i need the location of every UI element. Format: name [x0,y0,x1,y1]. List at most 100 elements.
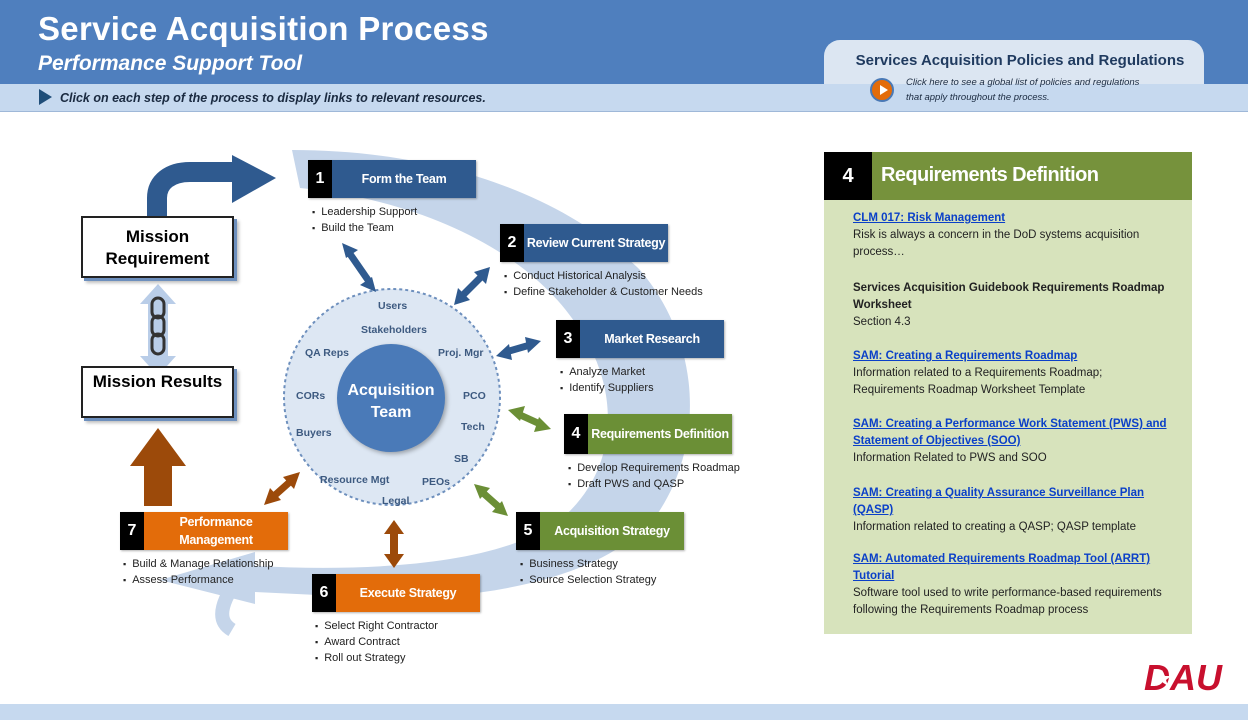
instruction-text: Click on each step of the process to dis… [60,91,486,105]
chain-link-icon [150,296,166,320]
chain-link-icon [150,314,166,338]
step-7-bullets: Build & Manage Relationship Assess Perfo… [123,556,273,588]
step-3-market-research[interactable]: 3 Market Research [556,320,724,358]
team-member-label: PEOs [422,476,451,488]
bullet-item: Draft PWS and QASP [568,476,740,492]
step-number: 3 [556,320,580,358]
step-label: Execute Strategy [336,574,480,612]
step-label: Performance Management [144,512,288,550]
step-6-bullets: Select Right Contractor Award Contract R… [315,618,438,666]
resource-description: Section 4.3 [853,316,911,328]
footer-bar [0,704,1248,720]
bullet-item: Develop Requirements Roadmap [568,460,740,476]
resource-description: Information related to creating a QASP; … [853,521,1136,533]
team-member-label: SB [454,453,469,465]
bullet-item: Build the Team [312,220,417,236]
team-member-label: QA Reps [305,347,349,359]
team-member-label: Users [378,300,408,312]
step-label: Acquisition Strategy [540,512,684,550]
results-arrow [130,428,186,506]
step-3-bullets: Analyze Market Identify Suppliers [560,364,654,396]
cycle-arrow-shape [160,150,690,604]
step-label: Form the Team [332,160,476,198]
resource-link[interactable]: SAM: Creating a Quality Assurance Survei… [853,487,1145,516]
step-label: Requirements Definition [588,414,732,454]
resource-item: SAM: Automated Requirements Roadmap Tool… [853,551,1173,619]
bullet-item: Roll out Strategy [315,650,438,666]
process-cycle-graphic [130,150,690,637]
team-member-label: CORs [296,390,326,402]
team-member-label: Resource Mgt [320,474,390,486]
step1-connector [342,243,376,292]
step-5-acquisition-strategy[interactable]: 5 Acquisition Strategy [516,512,684,550]
resources-panel [824,200,1192,634]
step2-connector [454,267,490,305]
resource-item: SAM: Creating a Performance Work Stateme… [853,416,1173,467]
resource-item: CLM 017: Risk Management Risk is always … [853,210,1173,261]
policies-note: Click here to see a global list of polic… [906,77,1140,103]
step4-connector [508,406,551,432]
mission-results-box[interactable]: Mission Results [81,366,234,418]
mission-requirement-label: Mission Requirement [105,227,210,268]
resource-link[interactable]: SAM: Creating a Requirements Roadmap [853,350,1078,362]
step-1-form-the-team[interactable]: 1 Form the Team [308,160,476,198]
step-4-requirements-definition[interactable]: 4 Requirements Definition [564,414,732,454]
resource-item: Services Acquisition Guidebook Requireme… [853,280,1173,331]
panel-step-number: 4 [824,152,872,200]
step-4-bullets: Develop Requirements Roadmap Draft PWS a… [568,460,740,492]
star-icon [1153,670,1171,686]
acquisition-team-label: Acquisition Team [347,382,435,421]
bullet-item: Source Selection Strategy [520,572,656,588]
link-arrow [140,284,176,376]
bullet-item: Select Right Contractor [315,618,438,634]
step-number: 7 [120,512,144,550]
bullet-item: Build & Manage Relationship [123,556,273,572]
step5-connector [474,484,508,516]
dau-logo: DAU [1144,657,1223,696]
step-number: 4 [564,414,588,454]
chain-link-icon [150,332,166,356]
step-label: Review Current Strategy [524,224,668,262]
team-member-label: PCO [463,390,486,402]
bullet-item: Assess Performance [123,572,273,588]
resource-link[interactable]: SAM: Creating a Performance Work Stateme… [853,418,1167,447]
step3-connector [496,337,541,360]
resource-link[interactable]: CLM 017: Risk Management [853,212,1006,224]
policies-play-button[interactable] [870,78,894,102]
resource-item: SAM: Creating a Requirements Roadmap Inf… [853,348,1173,399]
bullet-item: Business Strategy [520,556,656,572]
resource-link[interactable]: SAM: Automated Requirements Roadmap Tool… [853,553,1151,582]
step6-connector [384,520,404,568]
mission-to-team-arrowhead [232,155,276,203]
step-5-bullets: Business Strategy Source Selection Strat… [520,556,656,588]
step-7-performance-management[interactable]: 7 Performance Management [120,512,288,550]
bullet-item: Leadership Support [312,204,417,220]
bullet-item: Award Contract [315,634,438,650]
team-member-label: Stakeholders [361,324,427,336]
step-2-bullets: Conduct Historical Analysis Define Stake… [504,268,703,300]
team-member-label: Buyers [296,427,332,439]
resource-title: Services Acquisition Guidebook Requireme… [853,282,1165,311]
play-icon [880,85,888,95]
mission-results-label: Mission Results [92,372,223,391]
policies-tab [824,40,1204,84]
bullet-item: Conduct Historical Analysis [504,268,703,284]
step-1-bullets: Leadership Support Build the Team [312,204,417,236]
acquisition-team-circle[interactable] [337,344,445,452]
resource-description: Information Related to PWS and SOO [853,452,1047,464]
team-member-label: Tech [461,421,485,433]
step-number: 1 [308,160,332,198]
panel-title: Requirements Definition [881,164,1099,186]
resource-description: Risk is always a concern in the DoD syst… [853,229,1140,258]
instruction-bar [0,84,1248,112]
bullet-item: Analyze Market [560,364,654,380]
policies-heading[interactable]: Services Acquisition Policies and Regula… [855,52,1185,69]
step-6-execute-strategy[interactable]: 6 Execute Strategy [312,574,480,612]
mission-requirement-box[interactable]: Mission Requirement [81,216,234,278]
resource-item: SAM: Creating a Quality Assurance Survei… [853,485,1173,536]
mission-to-team-arrow [147,162,232,216]
panel-header [824,152,1192,200]
step-2-review-current-strategy[interactable]: 2 Review Current Strategy [500,224,668,262]
step-label: Market Research [580,320,724,358]
step-number: 5 [516,512,540,550]
